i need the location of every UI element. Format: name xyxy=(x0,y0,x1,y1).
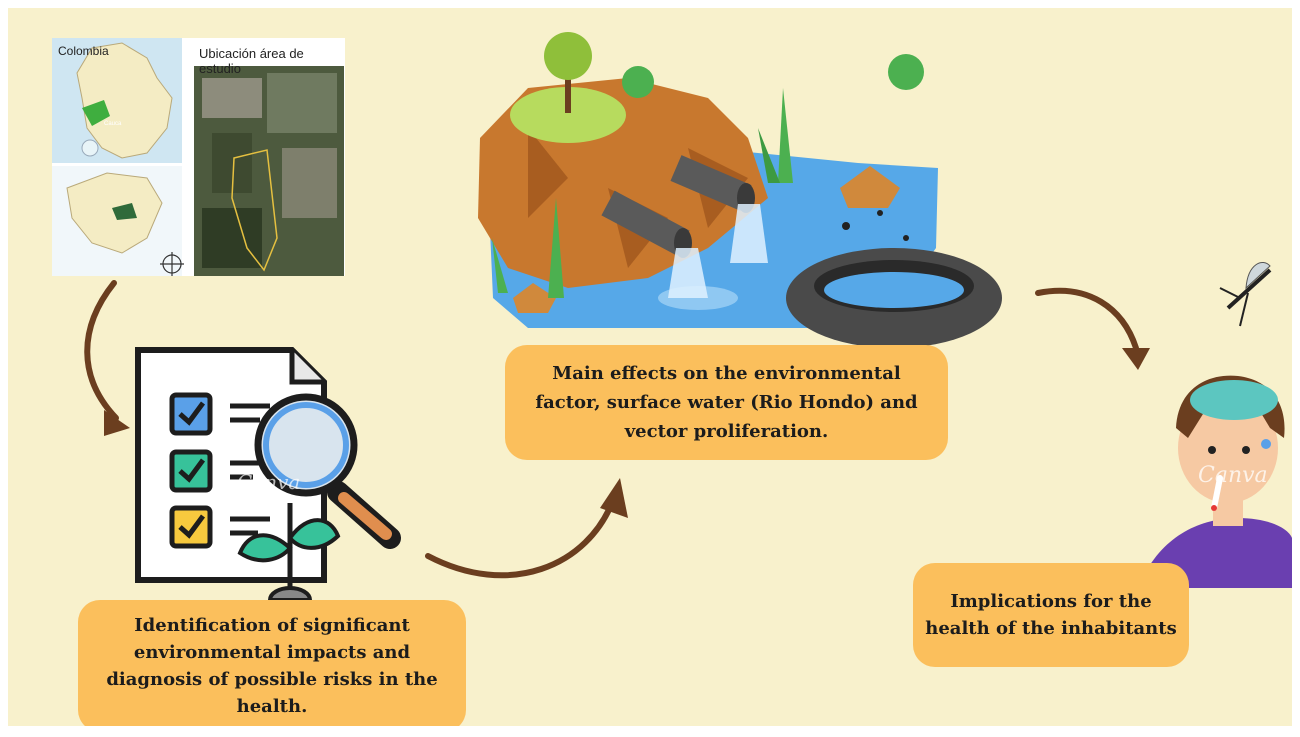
illustration-layer xyxy=(84,32,1292,602)
step-box-identification: Identification of significant environmen… xyxy=(78,600,466,726)
watermark-left: Canva xyxy=(237,470,301,494)
step-text-implications: Implications for the health of the inhab… xyxy=(925,591,1177,639)
arrow-icon xyxy=(425,478,628,579)
step-text-identification: Identification of significant environmen… xyxy=(106,615,438,717)
magnifier-icon xyxy=(254,393,401,549)
mosquito-icon xyxy=(1219,262,1272,327)
map-country-label: Colombia xyxy=(58,44,109,58)
watermark-right: Canva xyxy=(1198,463,1268,488)
step-box-effects: Main effects on the environmental factor… xyxy=(505,345,948,460)
arrow-icon xyxy=(1035,287,1150,370)
diagram-canvas: Colombia Ubicación área de estudio Cauca xyxy=(8,8,1292,726)
tire-icon xyxy=(786,248,1002,348)
map-title: Ubicación área de estudio xyxy=(199,46,304,76)
pipe-icon xyxy=(601,155,768,298)
map-region-label: Cauca xyxy=(104,121,122,127)
plant-icon xyxy=(237,503,341,602)
mosquito-icon xyxy=(842,210,909,241)
step-text-effects: Main effects on the environmental factor… xyxy=(535,363,918,442)
map-icon xyxy=(52,38,344,276)
study-area-map: Colombia Ubicación área de estudio Cauca xyxy=(52,38,345,276)
step-box-implications: Implications for the health of the inhab… xyxy=(913,563,1189,667)
arrow-icon xyxy=(84,280,130,436)
